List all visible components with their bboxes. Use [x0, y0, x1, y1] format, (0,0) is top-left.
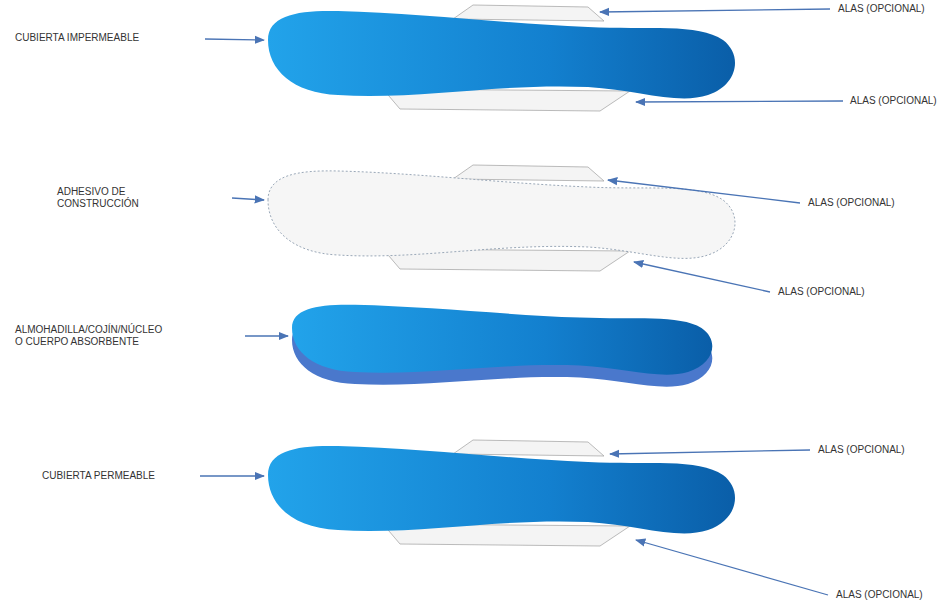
wing-label: ALAS (OPCIONAL)	[808, 197, 895, 209]
wing	[453, 440, 604, 456]
core-body	[292, 305, 712, 375]
leader-arrow	[205, 39, 264, 40]
leader-arrow	[600, 9, 830, 12]
adhesive-body	[268, 171, 735, 259]
wing-label: ALAS (OPCIONAL)	[836, 589, 923, 601]
cover-body	[268, 446, 735, 534]
leader-arrow	[232, 198, 264, 200]
part-label: ALMOHADILLA/COJÍN/NÚCLEO O CUERPO ABSORB…	[15, 324, 169, 348]
wing	[453, 5, 604, 21]
construction-adhesive	[268, 165, 735, 271]
part-label: CUBIERTA PERMEABLE	[42, 470, 155, 482]
wing-label: ALAS (OPCIONAL)	[850, 95, 937, 107]
part-label: ADHESIVO DE CONSTRUCCIÓN	[57, 186, 149, 210]
wing-label: ALAS (OPCIONAL)	[818, 444, 905, 456]
absorbent-core	[292, 305, 712, 375]
leader-arrow	[200, 475, 264, 476]
wing	[453, 165, 604, 181]
leader-arrow	[636, 101, 843, 102]
permeable-cover	[268, 440, 735, 546]
leader-arrow	[608, 180, 800, 203]
impermeable-cover	[268, 5, 735, 111]
wing-label: ALAS (OPCIONAL)	[838, 3, 925, 15]
leader-arrow	[610, 450, 810, 454]
leader-arrow	[634, 262, 770, 292]
wing-label: ALAS (OPCIONAL)	[778, 286, 865, 298]
cover-body	[268, 11, 735, 99]
leader-arrow	[245, 335, 288, 336]
leader-lines	[200, 9, 843, 595]
part-label: CUBIERTA IMPERMEABLE	[15, 32, 139, 44]
leader-arrow	[636, 540, 828, 595]
